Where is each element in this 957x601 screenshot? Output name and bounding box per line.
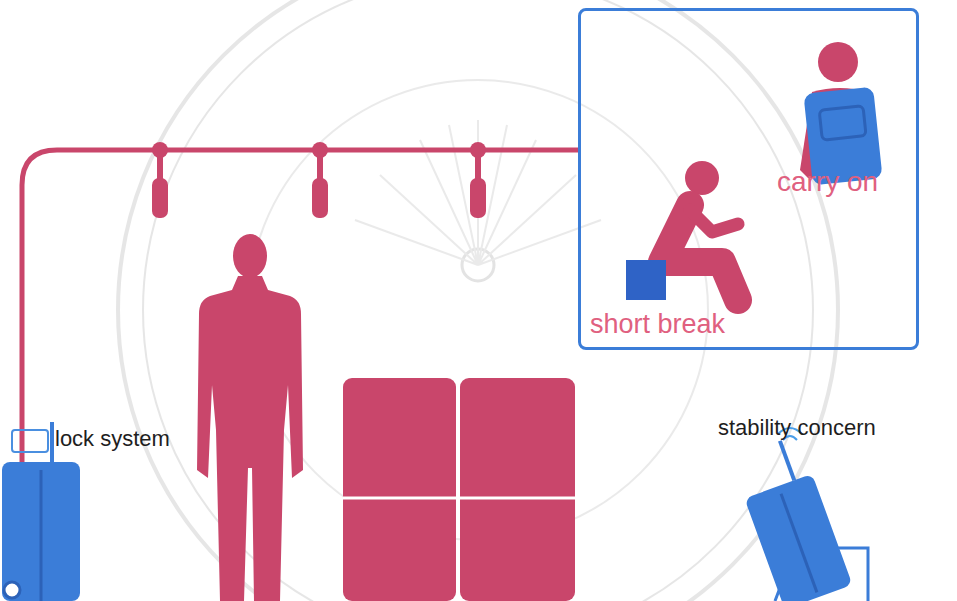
inset-box: carry on short break	[578, 8, 919, 350]
rail-handles	[152, 142, 486, 218]
backpack-person	[800, 42, 883, 185]
seat	[460, 378, 575, 601]
handle-strap	[157, 150, 163, 180]
suitcase-seam	[40, 470, 43, 601]
backpack-pocket	[819, 106, 866, 140]
suitcase-seam	[781, 494, 817, 593]
seal-ring	[143, 0, 813, 601]
handle-grip	[470, 178, 486, 218]
tilted-suitcase	[730, 428, 868, 601]
person-head	[818, 42, 858, 82]
inset-caption: short break	[590, 310, 725, 340]
seat	[343, 378, 456, 601]
hand-rail	[22, 150, 578, 601]
suitcase-handle	[780, 441, 794, 480]
annotation-label: lock system	[55, 427, 170, 451]
suitcase-handle	[50, 422, 54, 462]
handle-strap	[317, 150, 323, 180]
person-body	[197, 276, 303, 601]
suitcase-body	[744, 474, 852, 601]
suitcase-body	[2, 462, 80, 601]
seats	[343, 378, 575, 601]
seat-divider	[343, 497, 575, 500]
handle-strap	[475, 150, 481, 180]
person-head	[233, 234, 267, 278]
seal-ring	[118, 0, 838, 601]
person-body	[662, 205, 738, 300]
watermark-seal	[118, 0, 838, 601]
standing-person	[197, 234, 303, 601]
annotation-label: stability concern	[718, 416, 876, 440]
luggage-seat	[626, 260, 666, 300]
person-arm	[690, 210, 738, 232]
handle-grip	[152, 178, 168, 218]
suitcase-wheel	[4, 582, 20, 598]
seal-rays	[355, 120, 601, 265]
sitting-person	[626, 161, 738, 300]
lock-icon	[12, 430, 48, 452]
inset-caption: carry on	[777, 167, 878, 198]
handle-grip	[312, 178, 328, 218]
person-head	[685, 161, 719, 195]
